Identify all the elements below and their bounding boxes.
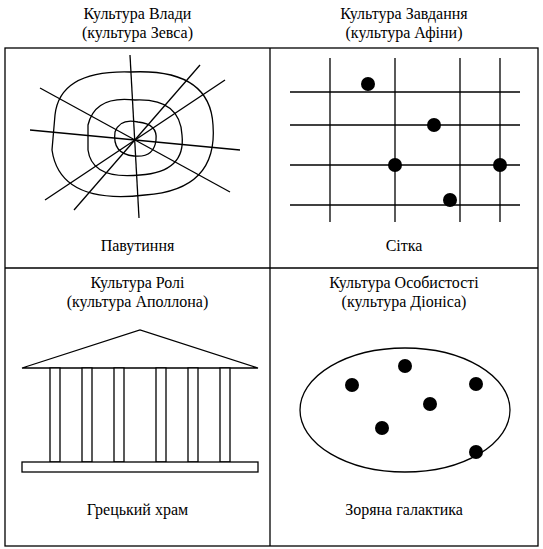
galaxy-star <box>375 421 389 435</box>
web-thread <box>130 55 139 218</box>
grid-dot <box>443 193 457 207</box>
galaxy-star <box>345 378 359 392</box>
grid-line <box>394 58 395 222</box>
heading-text: Культура Завдання (культура Афіни) <box>337 4 471 42</box>
galaxy-star <box>423 397 437 411</box>
table-rule <box>269 48 270 546</box>
culture-heading: Культура Ролі (культура Аполлона) <box>5 273 270 311</box>
grid-line <box>329 58 330 222</box>
grid-line <box>290 164 520 165</box>
grid-line <box>499 58 500 222</box>
spider-web <box>30 55 240 218</box>
caption-text: Сітка <box>386 236 423 255</box>
metaphor-caption: Сітка <box>270 236 538 255</box>
grid-dot <box>427 118 441 132</box>
metaphor-caption: Грецький храм <box>5 500 270 519</box>
galaxy-star <box>469 445 483 459</box>
culture-heading: Культура Завдання (культура Афіни) <box>270 4 538 42</box>
temple-column <box>114 368 124 462</box>
heading-text: Культура Особистості (культура Діоніса) <box>326 273 482 311</box>
star-galaxy <box>300 348 510 472</box>
grid-line <box>290 204 520 205</box>
culture-heading: Культура Особистості (культура Діоніса) <box>270 273 538 311</box>
grid-line <box>290 91 520 92</box>
temple-column <box>156 368 166 462</box>
caption-text: Грецький храм <box>87 500 188 519</box>
grid-line <box>290 124 520 125</box>
grid-dot <box>361 77 375 91</box>
temple-column <box>50 368 60 462</box>
grid-net <box>290 58 520 222</box>
galaxy-star <box>469 377 483 391</box>
temple-column <box>220 368 230 462</box>
culture-heading: Культура Влади (культура Зевса) <box>5 4 270 42</box>
grid-line <box>459 58 460 222</box>
culture-cell: Культура Влади (культура Зевса) Павутиння <box>5 0 270 268</box>
table-rule <box>5 267 538 268</box>
web-thread <box>30 130 240 150</box>
heading-text: Культура Ролі (культура Аполлона) <box>64 273 212 311</box>
grid-dot <box>388 158 402 172</box>
grid-dot <box>493 158 507 172</box>
galaxy-star <box>398 359 412 373</box>
heading-text: Культура Влади (культура Зевса) <box>79 4 197 42</box>
caption-text: Зоряна галактика <box>345 500 463 519</box>
metaphor-caption: Зоряна галактика <box>270 500 538 519</box>
caption-text: Павутиння <box>101 236 175 255</box>
metaphor-caption: Павутиння <box>5 236 270 255</box>
galaxy-outline <box>300 348 510 472</box>
temple-roof <box>22 330 258 368</box>
table-frame <box>5 48 538 546</box>
culture-cell: Культура Ролі (культура Аполлона) Грецьки… <box>5 268 270 546</box>
culture-cell: Культура Завдання (культура Афіни) Сітка <box>270 0 538 268</box>
greek-temple <box>22 330 258 472</box>
temple-base <box>22 462 258 472</box>
temple-column <box>82 368 92 462</box>
temple-column <box>188 368 198 462</box>
culture-cell: Культура Особистості (культура Діоніса) З… <box>270 268 538 546</box>
